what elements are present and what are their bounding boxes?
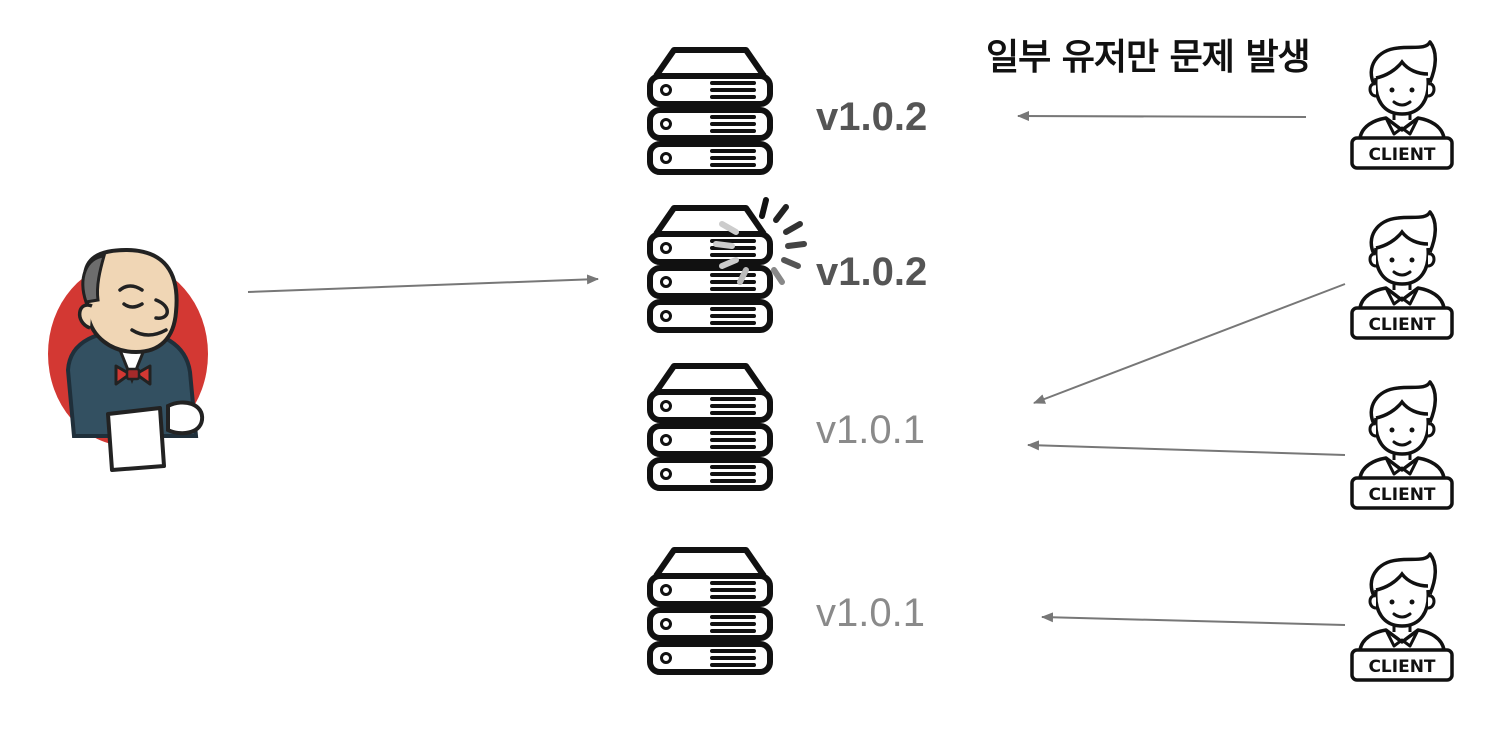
- jenkins-butler-icon: [48, 247, 208, 472]
- server-version-label: v1.0.2: [816, 95, 927, 139]
- client-label: CLIENT: [1368, 657, 1435, 677]
- client-request-arrow: [1027, 440, 1346, 456]
- loading-spinner-icon: [713, 197, 807, 285]
- client-4: CLIENT: [1350, 552, 1454, 682]
- server-v101-a: v1.0.1: [650, 366, 925, 488]
- headline-title: 일부 유저만 문제 발생: [986, 37, 1311, 78]
- client-label: CLIENT: [1368, 145, 1435, 165]
- client-request-arrow: [1033, 283, 1346, 404]
- server-rack-icon: [650, 366, 770, 488]
- server-rack-icon: [650, 550, 770, 672]
- client-request-arrow: [1041, 612, 1346, 626]
- server-v101-b: v1.0.1: [650, 550, 925, 672]
- server-v102-b: v1.0.2: [650, 197, 927, 330]
- server-version-label: v1.0.1: [816, 408, 925, 452]
- server-v102-a: v1.0.2: [650, 50, 927, 172]
- server-version-label: v1.0.1: [816, 591, 925, 635]
- client-1: CLIENT: [1350, 40, 1454, 170]
- server-rack-icon: [650, 208, 770, 330]
- server-version-label: v1.0.2: [816, 250, 927, 294]
- client-2: CLIENT: [1350, 210, 1454, 340]
- client-3: CLIENT: [1350, 380, 1454, 510]
- deploy-arrow: [247, 274, 599, 293]
- client-label: CLIENT: [1368, 485, 1435, 505]
- client-request-arrow: [1017, 111, 1307, 122]
- server-rack-icon: [650, 50, 770, 172]
- client-label: CLIENT: [1368, 315, 1435, 335]
